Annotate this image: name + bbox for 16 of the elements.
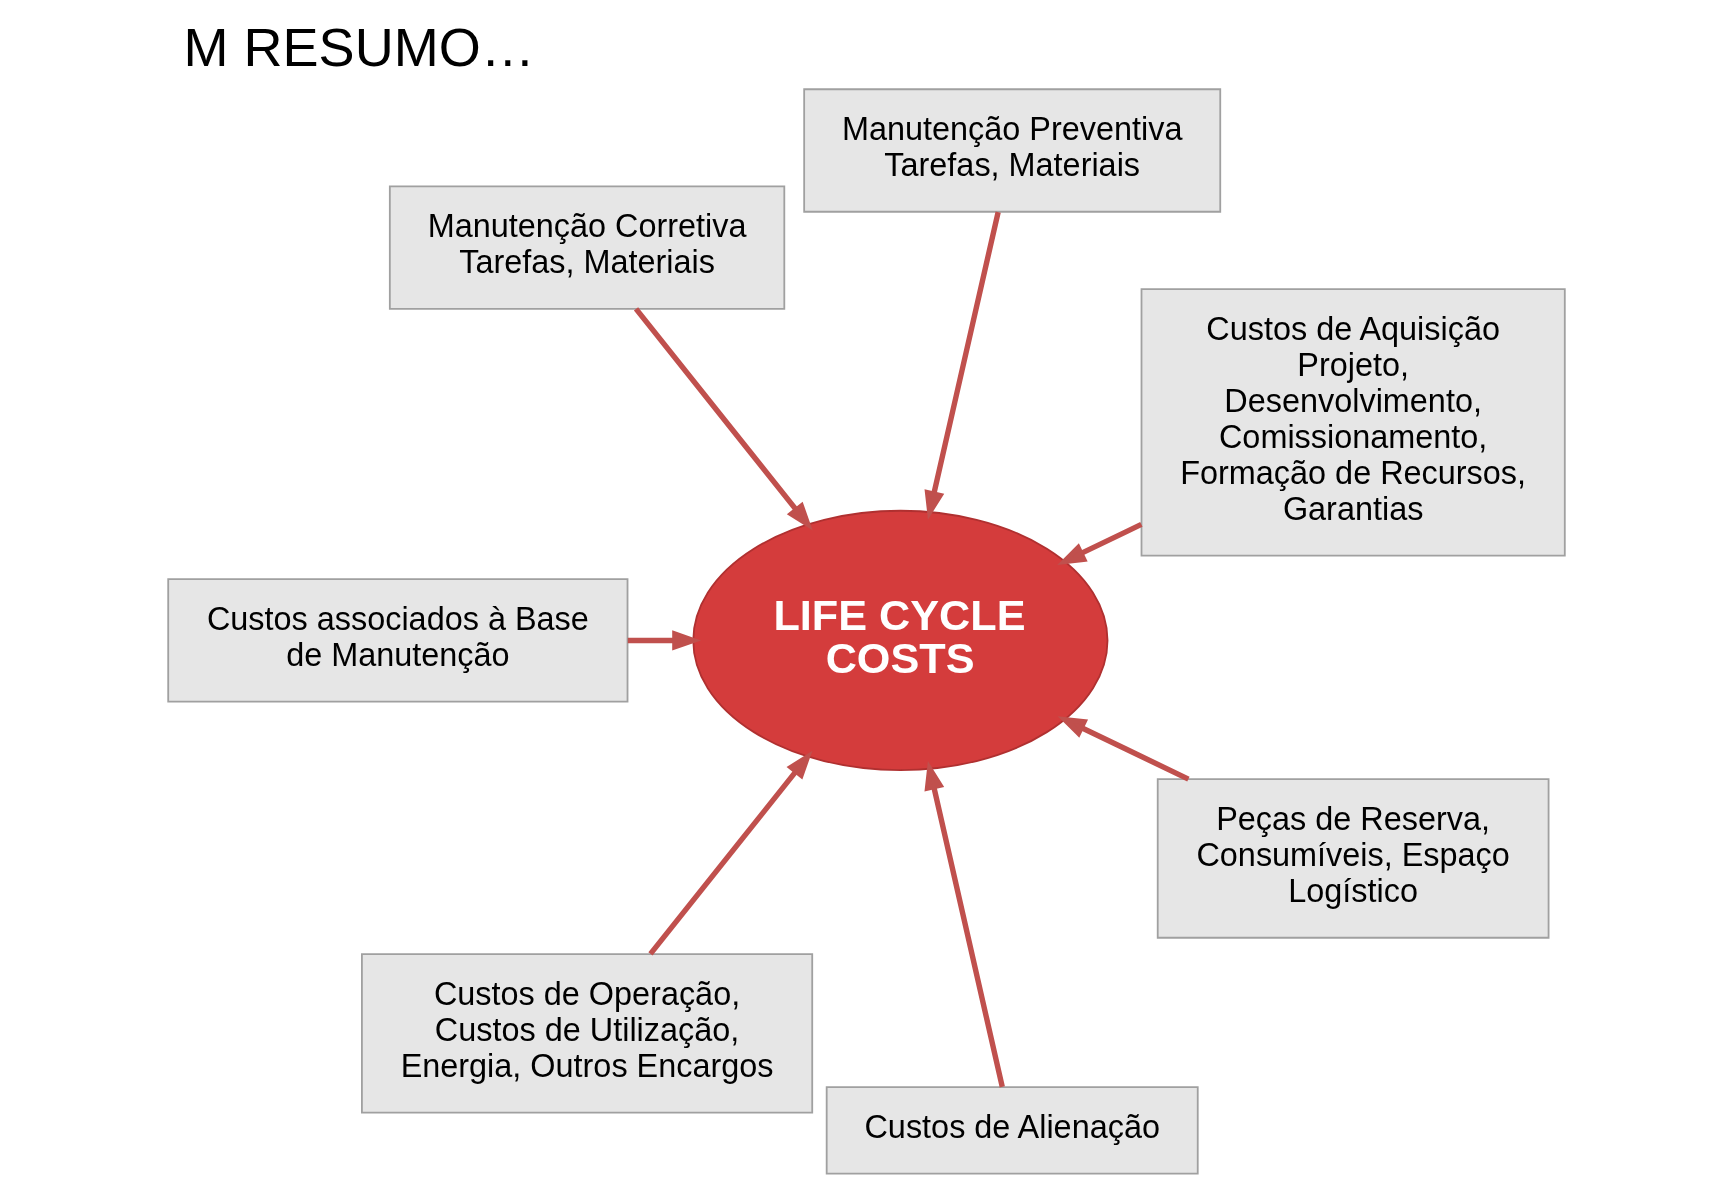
node-box: Peças de Reserva, Consumíveis, Espaço Logístico (1156, 778, 1550, 939)
diagram-title: M RESUMO… (183, 16, 535, 77)
node-box: Custos de Alienação (825, 1086, 1199, 1175)
node-box: Manutenção Corretiva Tarefas, Materiais (388, 185, 786, 310)
node-box: Custos associados à Base de Manutenção (167, 578, 629, 703)
arrow (648, 750, 813, 956)
arrow (633, 307, 813, 531)
arrow (627, 630, 702, 651)
node-box: Custos de Aquisição Projeto, Desenvolvimento, Comissionamento, Formação de Recursos, Garantias (1140, 288, 1566, 557)
arrow (1057, 716, 1190, 782)
arrow (1057, 521, 1143, 565)
node-ellipse: LIFE CYCLE COSTS (692, 509, 1109, 771)
node-box: Custos de Operação, Custos de Utilização, Energia, Outros Encargos (361, 953, 814, 1114)
arrow (924, 761, 1005, 1088)
arrow (924, 211, 1001, 520)
node-box: Manutenção Preventiva Tarefas, Materiais (803, 88, 1222, 213)
